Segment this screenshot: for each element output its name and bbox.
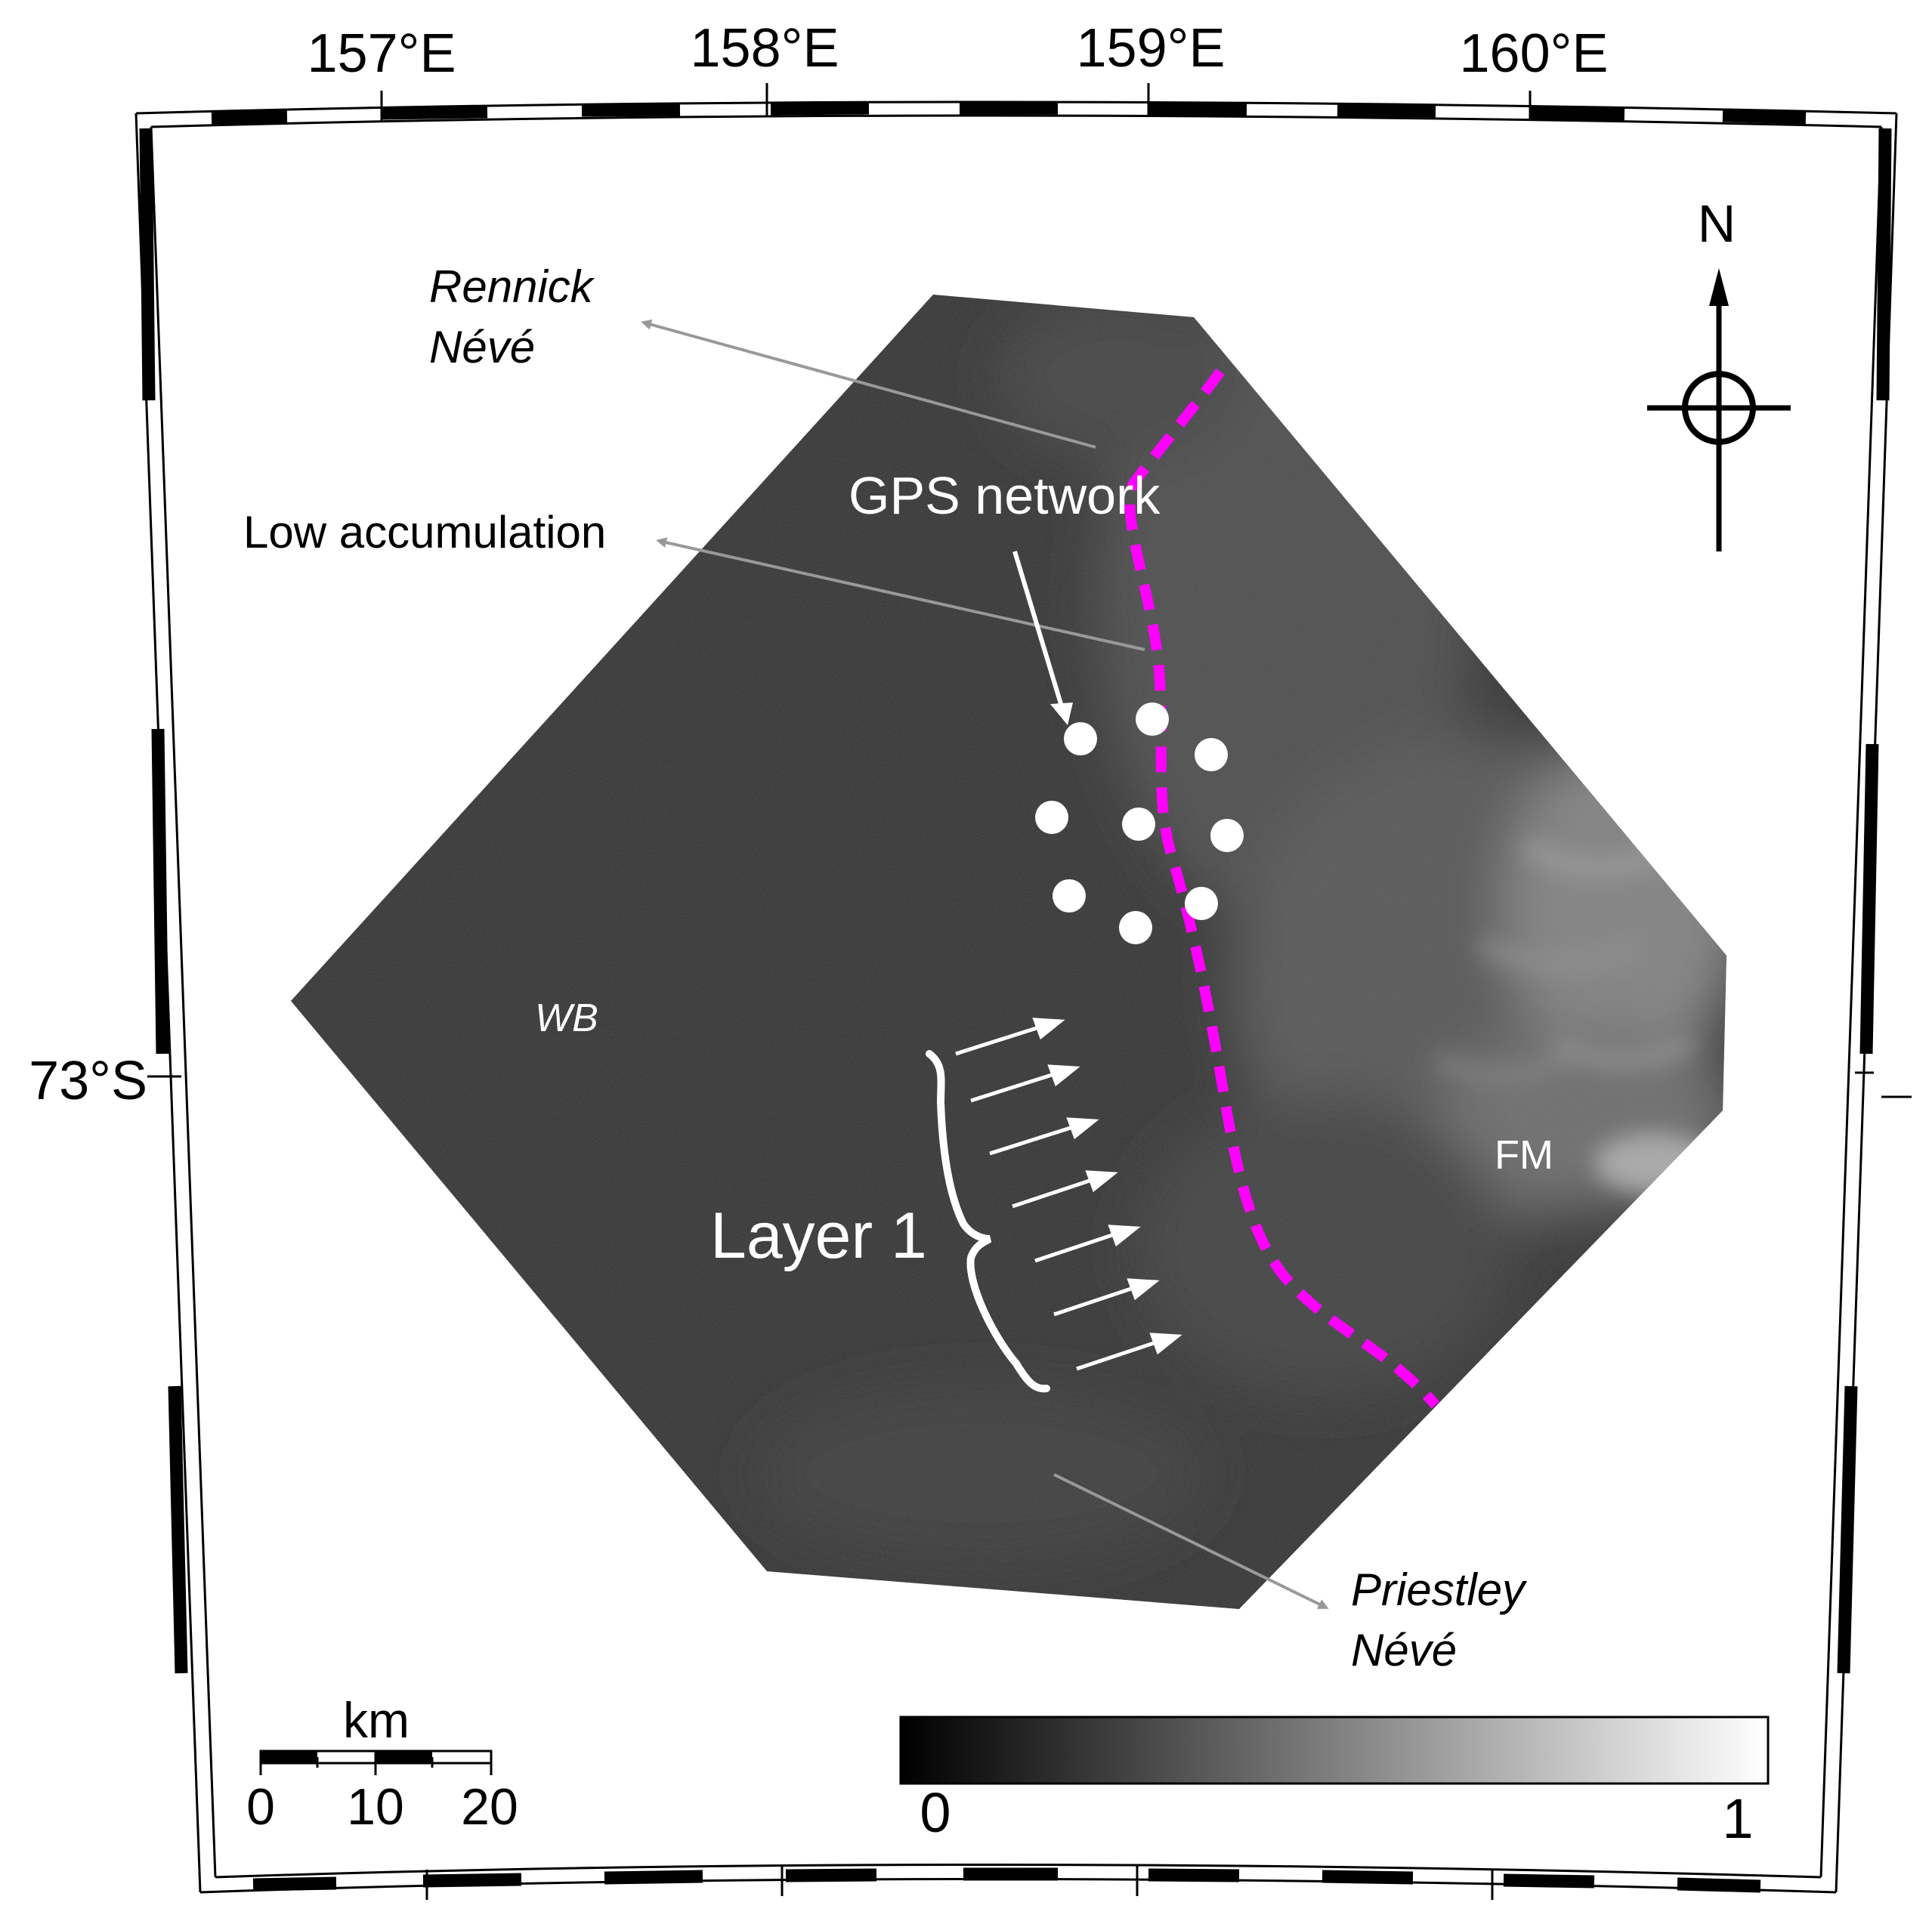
layer-arrows [955,1018,1182,1371]
north-label: N [1698,194,1736,253]
rennick-label-line1: Rennick [429,261,595,312]
lon-label-160: 160°E [1460,23,1609,84]
scale-tick-0: 0 [246,1778,275,1836]
gps-station [1122,808,1155,841]
ice-divide-line [1124,368,1440,1409]
gps-station [1035,801,1068,834]
gps-arrow [1012,551,1073,725]
wb-label: WB [535,996,598,1040]
colorbar: 0 1 [899,1716,1770,1850]
layer-brace [926,1050,1050,1393]
gps-station [1053,879,1086,913]
lon-label-157: 157°E [308,23,456,84]
colorbar-ramp [899,1716,1770,1785]
colorbar-min-label: 0 [920,1781,951,1844]
map-frame [134,83,1912,1900]
lat-label-73s: 73°S [29,1051,147,1111]
priestley-pointer [1053,1473,1329,1609]
priestley-label-line1: Priestley [1351,1564,1528,1615]
lon-label-158: 158°E [691,18,839,79]
rennick-pointer [641,319,1096,449]
gps-station [1195,738,1228,771]
scale-tick-10: 10 [347,1778,404,1836]
gps-station [1119,911,1152,944]
low-accumulation-pointer [656,537,1145,651]
frame-left-checker [139,128,188,1674]
gps-station [1136,703,1169,736]
frame-top-checker [211,101,1807,125]
layer-1-label: Layer 1 [710,1200,927,1272]
gps-station [1210,819,1244,852]
scale-bar: km 0 10 20 [246,1692,518,1836]
lon-label-159: 159°E [1077,18,1226,79]
north-arrow: N [1647,194,1791,551]
low-accumulation-label: Low accumulation [243,507,606,557]
frame-right-checker [1837,128,1892,1674]
frame-bottom-checker [252,1867,1761,1893]
gps-network-label: GPS network [849,466,1161,525]
pointer-arrows [641,319,1329,1609]
fm-label: FM [1495,1132,1553,1178]
rennick-label-line2: Névé [429,322,535,372]
priestley-label-line2: Névé [1351,1625,1457,1675]
gps-station [1185,887,1218,920]
gps-station [1064,722,1097,755]
scale-tick-20: 20 [461,1778,518,1836]
scale-unit: km [343,1692,410,1748]
longitude-labels: 157°E 158°E 159°E 160°E [308,18,1609,84]
gps-stations [1035,703,1244,944]
colorbar-max-label: 1 [1722,1787,1753,1850]
